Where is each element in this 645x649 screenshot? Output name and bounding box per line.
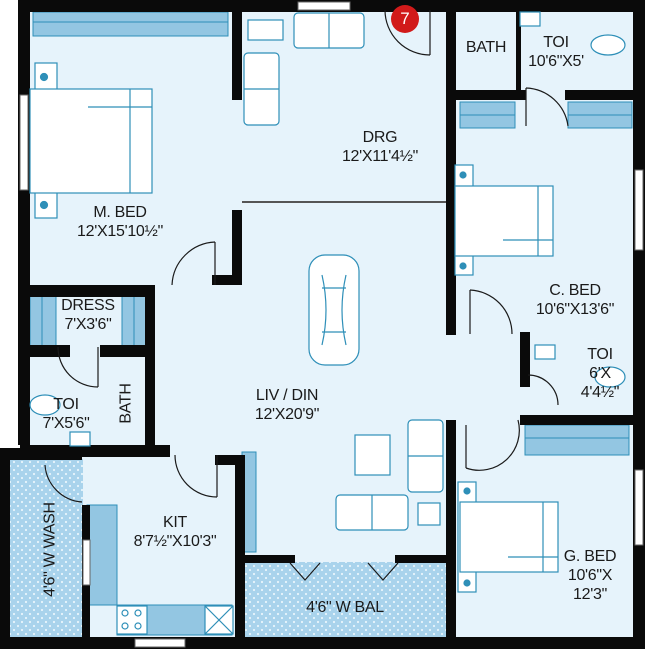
room-name: C. BED (549, 282, 601, 299)
room-name: BATH (117, 383, 135, 424)
living-sofas (335, 419, 444, 531)
room-name: TOI (587, 346, 613, 363)
room-label-drg: DRG 12'X11'4½" (320, 128, 440, 166)
wash-area (5, 458, 83, 644)
room-name: M. BED (93, 204, 147, 221)
room-name: LIV / DIN (255, 387, 319, 404)
room-size: 8'7½"X10'3" (133, 533, 217, 550)
room-label-toi-top: TOI 10'6"X5' (516, 33, 596, 71)
door-swings (44, 9, 569, 581)
dining-table (308, 254, 360, 366)
room-size: 7'X3'6" (64, 316, 112, 333)
room-label-bath-left: BATH (117, 379, 136, 429)
room-label-toi-left: TOI 7'X5'6" (30, 395, 102, 433)
room-size-2: 12'3" (573, 586, 607, 603)
room-size: 10'6"X13'6" (535, 301, 615, 318)
master-bed-furniture (29, 62, 153, 219)
room-size: 7'X5'6" (42, 415, 90, 432)
room-size: 12'X11'4½" (341, 148, 419, 165)
balcony-area (240, 562, 452, 644)
room-label-master-bed: M. BED 12'X15'10½" (60, 203, 180, 241)
room-label-g-bed: G. BED 10'6"X 12'3" (545, 547, 635, 604)
c-bed-furniture (454, 164, 554, 276)
kitchen-fixtures (116, 605, 234, 635)
room-name: TOI (543, 34, 569, 51)
room-name: KIT (163, 514, 187, 531)
drg-sofas (243, 12, 365, 126)
room-name: TOI (53, 396, 79, 413)
room-size: 12'X20'9" (254, 406, 320, 423)
room-size-2: 4'4½" (580, 384, 620, 401)
g-bed-furniture (457, 481, 559, 593)
room-name: BATH (465, 39, 507, 56)
room-name: 4'6" W BAL (306, 599, 384, 616)
room-size-1: 10'6"X (567, 567, 613, 584)
room-name: DRG (362, 129, 398, 146)
room-label-toi-right: TOI 6'X 4'4½" (565, 345, 635, 402)
windows (19, 1, 644, 648)
room-label-balcony: 4'6" W BAL (275, 598, 415, 617)
room-label-wash: 4'6" W WASH (41, 490, 60, 610)
sanitary-fixtures (29, 11, 626, 447)
room-size: 12'X15'10½" (77, 223, 163, 240)
unit-number-badge: 7 (391, 5, 419, 33)
room-name: DRESS (61, 297, 115, 314)
room-name: G. BED (563, 548, 617, 565)
room-label-bath-top: BATH (456, 38, 516, 57)
room-size-1: 6'X (589, 365, 611, 382)
room-label-kit: KIT 8'7½"X10'3" (115, 513, 235, 551)
room-name: 4'6" W WASH (41, 502, 59, 597)
room-size: 10'6"X5' (528, 53, 584, 70)
room-label-c-bed: C. BED 10'6"X13'6" (525, 281, 625, 319)
wardrobes (29, 11, 633, 636)
room-label-dress: DRESS 7'X3'6" (53, 296, 123, 334)
room-label-liv-din: LIV / DIN 12'X20'9" (232, 386, 342, 424)
